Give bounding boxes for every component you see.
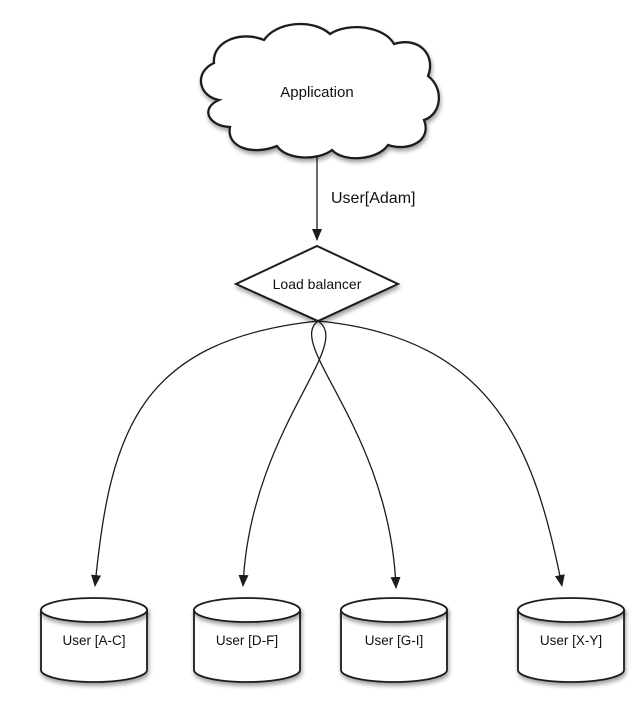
cylinder-body [340, 609, 448, 683]
edge-loadbalancer-to-shard-4 [317, 320, 565, 587]
edge-loadbalancer-to-shard-1 [91, 320, 319, 587]
load-balancer-label: Load balancer [273, 276, 362, 292]
database-cylinder-2: User [D-F] [193, 597, 301, 683]
edge-loadbalancer-to-shard-2 [238, 320, 327, 587]
cylinder-body [193, 609, 301, 683]
application-node: Application [199, 22, 440, 160]
edge-application-to-loadbalancer: User[Adam] [312, 150, 415, 241]
cylinder-top [40, 597, 148, 623]
load-balancer-shape [233, 244, 401, 323]
edge-loadbalancer-to-shard-1-line [91, 320, 319, 587]
edge-loadbalancer-to-shard-4-line [317, 320, 565, 587]
edge-loadbalancer-to-shard-3-line [311, 320, 401, 589]
shard-4-label: User [X-Y] [540, 633, 602, 648]
shard-3-label: User [G-I] [365, 633, 424, 648]
cylinder-body [40, 609, 148, 683]
database-cylinder-4: User [X-Y] [517, 597, 625, 683]
database-cylinder-3: User [G-I] [340, 597, 448, 683]
cylinder-top [193, 597, 301, 623]
edge-loadbalancer-to-shard-3 [311, 320, 401, 589]
shard-2-label: User [D-F] [216, 633, 278, 648]
application-label: Application [280, 84, 353, 101]
cylinder-top [517, 597, 625, 623]
cylinder-body [517, 609, 625, 683]
cloud-shape [199, 22, 440, 160]
edge-application-to-loadbalancer-label: User[Adam] [331, 190, 415, 207]
cylinder-top [340, 597, 448, 623]
shard-1-label: User [A-C] [62, 633, 125, 648]
edge-loadbalancer-to-shard-2-line [238, 320, 327, 587]
load-balancer-node: Load balancer [233, 244, 401, 323]
database-cylinder-1: User [A-C] [40, 597, 148, 683]
